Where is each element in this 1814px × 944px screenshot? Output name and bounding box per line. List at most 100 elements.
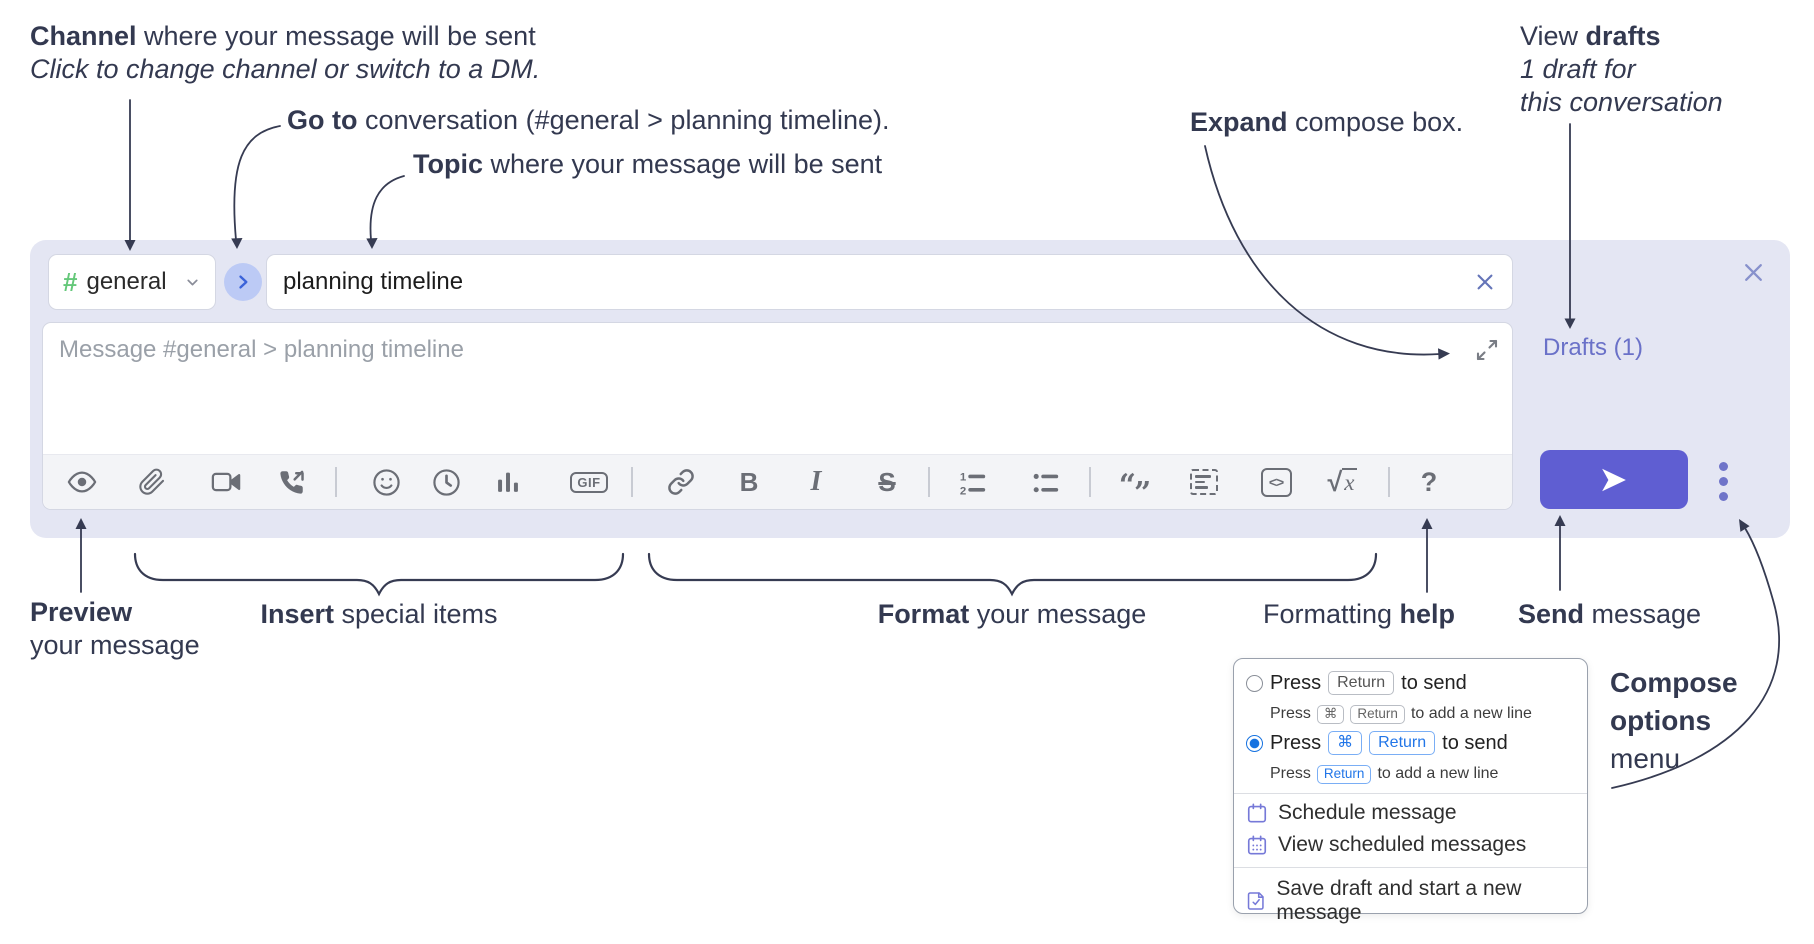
radio-return-to-send[interactable]: [1246, 674, 1263, 692]
calendar-icon: [1247, 803, 1267, 823]
option-cmd-return-to-send[interactable]: Press ⌘ Return to send: [1246, 731, 1508, 755]
annotation-format: Format your message: [878, 598, 1147, 631]
menu-item-label: Save draft and start a new message: [1276, 877, 1522, 924]
send-icon: [1602, 468, 1626, 491]
italic-icon[interactable]: I: [795, 461, 837, 503]
annotation-channel-bold: Channel: [30, 21, 137, 51]
annotation-expand-rest: compose box.: [1287, 107, 1464, 137]
chevron-down-icon: [187, 279, 198, 285]
option1-post: to send: [1401, 671, 1467, 694]
code-icon[interactable]: <>: [1255, 461, 1297, 503]
option1-pre: Press: [1270, 671, 1322, 694]
sqrt-label: √: [1327, 466, 1343, 497]
annotation-send-rest: message: [1584, 599, 1702, 629]
annotation-drafts-pre: View: [1520, 21, 1586, 51]
annotation-insert-rest: special items: [333, 599, 498, 629]
annotation-preview: Preview your message: [30, 596, 200, 662]
help-icon[interactable]: ?: [1408, 461, 1450, 503]
math-x-label: x: [1342, 468, 1357, 495]
svg-text:1: 1: [959, 471, 966, 483]
menu-item-label: Schedule message: [1278, 801, 1457, 824]
annotation-compose-line3: menu: [1610, 743, 1681, 774]
goto-arrow: [233, 125, 281, 241]
cmd-key: ⌘: [1328, 731, 1363, 755]
italic-label: I: [810, 466, 822, 497]
annotation-help-pre: Formatting: [1263, 599, 1400, 629]
radio-cmd-return-to-send[interactable]: [1246, 734, 1263, 752]
return-key: Return: [1316, 765, 1372, 784]
annotation-expand-bold: Expand: [1190, 107, 1288, 137]
bulleted-list-icon[interactable]: [1024, 461, 1066, 503]
math-icon[interactable]: √x: [1321, 461, 1363, 503]
channel-hash-icon: #: [63, 266, 78, 297]
paperclip-icon[interactable]: [131, 461, 173, 503]
compose-box: # general: [30, 240, 1790, 538]
menu-item-schedule-message[interactable]: Schedule message: [1246, 801, 1457, 825]
clock-icon[interactable]: [425, 461, 467, 503]
close-compose-icon[interactable]: [1741, 260, 1766, 285]
help-label: ?: [1420, 466, 1438, 497]
spoiler-glyph: [1190, 469, 1218, 495]
spoiler-icon[interactable]: [1183, 461, 1225, 503]
channel-name: general: [86, 268, 167, 295]
send-button[interactable]: [1540, 450, 1688, 509]
annotation-goto-rest: conversation (#general > planning timeli…: [357, 105, 890, 135]
annotation-drafts: View drafts 1 draft for this conversatio…: [1520, 20, 1723, 119]
topic-arrow: [369, 175, 405, 241]
drafts-link[interactable]: Drafts (1): [1543, 334, 1644, 361]
emoji-icon[interactable]: [365, 461, 407, 503]
annotation-format-bold: Format: [877, 599, 970, 629]
bold-icon[interactable]: B: [728, 461, 770, 503]
draft-check-icon: [1247, 892, 1264, 910]
video-camera-icon[interactable]: [205, 461, 247, 503]
popup-divider: [1234, 867, 1587, 868]
message-input[interactable]: [43, 323, 1512, 453]
quote-icon[interactable]: “”: [1118, 468, 1152, 511]
topic-input[interactable]: [267, 268, 1474, 296]
channel-selector[interactable]: # general: [48, 254, 216, 310]
annotation-expand: Expand compose box.: [1190, 106, 1463, 139]
eye-icon[interactable]: [61, 461, 103, 503]
option2-pre: Press: [1270, 731, 1322, 754]
annotation-format-rest: your message: [969, 599, 1147, 629]
annotation-send: Send message: [1518, 598, 1701, 631]
popup-divider: [1234, 793, 1587, 794]
format-brace: [647, 552, 1378, 597]
strikethrough-icon[interactable]: S: [866, 461, 908, 503]
topic-field-container: [266, 254, 1513, 310]
annotation-drafts-line3: this conversation: [1520, 87, 1723, 117]
go-to-conversation-button[interactable]: [224, 263, 262, 301]
clear-topic-icon[interactable]: [1474, 271, 1496, 293]
option2-sub-post: to add a new line: [1377, 765, 1499, 783]
strike-label: S: [878, 466, 896, 497]
annotation-topic-rest: where your message will be sent: [483, 149, 883, 179]
option-return-to-send[interactable]: Press Return to send: [1246, 671, 1467, 695]
gif-icon[interactable]: GIF: [568, 461, 610, 503]
expand-compose-icon[interactable]: [1475, 338, 1499, 362]
toolbar-divider: [1089, 467, 1091, 497]
option1-sub-pre: Press: [1270, 705, 1311, 723]
annotation-channel-line2: Click to change channel or switch to a D…: [30, 54, 541, 84]
annotation-topic: Topic where your message will be sent: [413, 148, 882, 181]
menu-item-view-scheduled[interactable]: View scheduled messages: [1246, 833, 1526, 857]
toolbar-divider: [928, 467, 930, 497]
annotation-compose-line2: options: [1610, 705, 1712, 736]
annotation-send-bold: Send: [1518, 599, 1585, 629]
gif-label: GIF: [570, 471, 608, 493]
toolbar-divider: [631, 467, 633, 497]
annotation-topic-bold: Topic: [413, 149, 483, 179]
compose-options-menu-icon[interactable]: [1712, 458, 1734, 504]
annotation-insert: Insert special items: [260, 598, 497, 631]
option2-subtext: Press Return to add a new line: [1270, 765, 1498, 784]
annotation-goto-bold: Go to: [287, 105, 358, 135]
phone-call-icon[interactable]: [270, 461, 312, 503]
chevron-right-icon: [239, 275, 248, 289]
menu-item-save-draft[interactable]: Save draft and start a new message: [1246, 877, 1587, 925]
annotation-drafts-line2: 1 draft for: [1520, 54, 1636, 84]
link-icon[interactable]: [660, 461, 702, 503]
return-key: Return: [1369, 731, 1436, 755]
poll-icon[interactable]: [487, 461, 529, 503]
annotation-compose-line1: Compose: [1610, 667, 1738, 698]
option1-sub-post: to add a new line: [1410, 705, 1532, 723]
